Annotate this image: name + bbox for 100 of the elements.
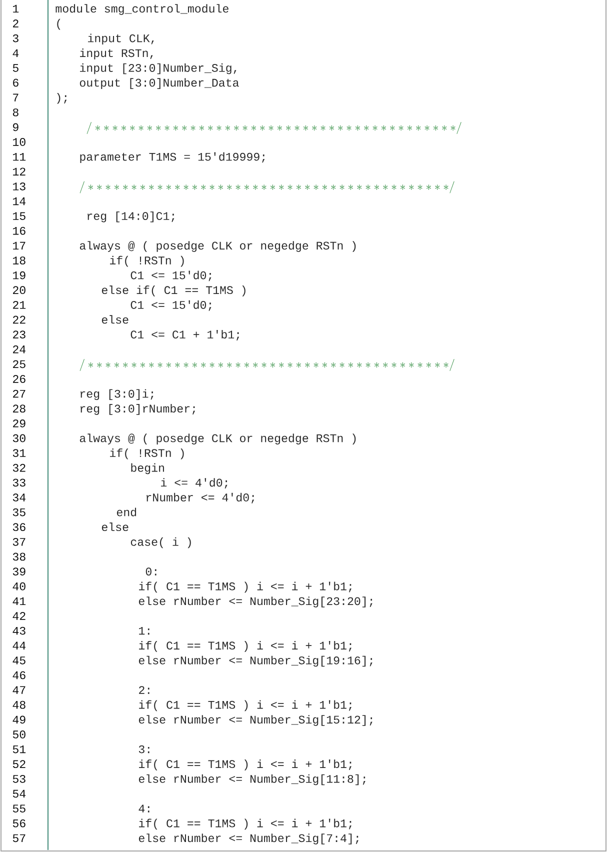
code-line: input RSTn, — [80, 48, 153, 60]
code-line: reg [3:0]i; — [80, 389, 154, 400]
line-number: 3 — [12, 34, 18, 42]
code-line: C1 <= 15'd0; — [130, 300, 212, 311]
code-line: rNumber <= 4'd0; — [146, 492, 254, 504]
line-number: 54 — [12, 790, 26, 798]
code-line: else rNumber <= Number_Sig[15:12]; — [138, 715, 372, 726]
line-number: 30 — [12, 434, 26, 442]
code-line: module smg_control_module — [56, 4, 228, 15]
line-number: 31 — [12, 449, 26, 457]
code-line: always @ ( posedge CLK or negedge RSTn ) — [80, 434, 356, 444]
line-number: 40 — [12, 582, 26, 590]
line-number: 8 — [12, 108, 18, 116]
code-line: C1 <= 15'd0; — [130, 270, 212, 282]
line-number: 12 — [13, 168, 26, 176]
line-number: 56 — [12, 819, 26, 828]
code-comment: $/******************************************/$ — [80, 359, 454, 371]
line-number: 28 — [13, 404, 26, 413]
line-number: 14 — [13, 197, 26, 206]
code-line: ); — [57, 92, 67, 104]
line-number: 9 — [13, 123, 18, 132]
code-line: if( C1 == T1MS ) i <= i + 1'b1; — [139, 582, 352, 593]
line-number: 16 — [13, 226, 26, 235]
line-number: 4 — [12, 49, 19, 57]
line-number: 36 — [12, 523, 26, 532]
line-number: 52 — [12, 760, 26, 768]
code-line: ( — [57, 18, 60, 30]
code-line: else — [102, 315, 128, 324]
code-line: input CLK, — [88, 34, 154, 45]
code-line: 1: — [139, 626, 150, 635]
line-number: 41 — [12, 597, 26, 605]
line-number: 24 — [13, 345, 26, 354]
line-number: 53 — [12, 775, 26, 783]
code-line: else rNumber <= Number_Sig[11:8]; — [138, 774, 366, 786]
line-number: 49 — [12, 716, 26, 724]
line-number: 17 — [13, 242, 26, 250]
code-line: end — [116, 508, 136, 516]
line-number: 55 — [12, 804, 26, 812]
line-number: 7 — [13, 94, 18, 102]
line-number: 48 — [12, 700, 26, 709]
line-number: 5 — [12, 64, 18, 72]
code-line: if( C1 == T1MS ) i <= i + 1'b1; — [139, 641, 352, 652]
line-number: 46 — [12, 671, 26, 680]
code-line: else — [102, 522, 128, 532]
line-number: 21 — [13, 301, 26, 309]
line-number: 44 — [12, 642, 26, 650]
line-number: 13 — [13, 182, 26, 190]
line-number: 32 — [12, 464, 26, 472]
code-line: input [23:0]Number_Sig, — [80, 63, 236, 74]
code-line: if( !RSTn ) — [110, 256, 184, 267]
line-number: 10 — [13, 138, 26, 146]
line-number: 20 — [13, 286, 26, 294]
line-number: 29 — [13, 420, 26, 428]
code-comment: $/******************************************/$ — [86, 122, 462, 134]
code-line: if( !RSTn ) — [110, 448, 184, 460]
code-line: 2: — [139, 686, 150, 694]
code-line: parameter T1MS = 15'd19999; — [80, 152, 265, 164]
code-line: if( C1 == T1MS ) i <= i + 1'b1; — [139, 760, 352, 770]
code-line: reg [14:0]C1; — [88, 211, 174, 222]
line-number: 15 — [13, 212, 26, 220]
line-number: 26 — [13, 375, 26, 383]
code-line: 4: — [138, 804, 150, 812]
code-line: C1 <= C1 + 1'b1; — [130, 330, 240, 340]
code-line: reg [3:0]rNumber; — [80, 404, 195, 415]
line-number: 47 — [12, 686, 26, 694]
code-line: always @ ( posedge CLK or negedge RSTn ) — [80, 241, 356, 252]
line-number: 50 — [12, 730, 26, 738]
line-number: 42 — [12, 612, 26, 620]
code-line: if( C1 == T1MS ) i <= i + 1'b1; — [139, 700, 352, 712]
code-line: case( i ) — [130, 537, 191, 548]
line-number: 18 — [13, 256, 26, 264]
code-line: else rNumber <= Number_Sig[7:4]; — [138, 834, 358, 844]
code-line: output [3:0]Number_Data — [80, 78, 239, 89]
code-comment: $/******************************************/$ — [80, 181, 454, 194]
line-number: 39 — [12, 568, 26, 576]
line-number: 35 — [12, 508, 26, 516]
line-number: 19 — [13, 271, 26, 280]
code-line: i <= 4'd0; — [161, 478, 228, 489]
line-number: 37 — [12, 538, 26, 546]
code-line: else if( C1 == T1MS ) — [102, 286, 246, 296]
line-number: 57 — [12, 834, 26, 842]
code-line: 3: — [138, 745, 150, 754]
line-number: 34 — [12, 494, 26, 502]
line-number: 1 — [13, 4, 19, 13]
line-number: 27 — [13, 390, 26, 398]
code-line: 0: — [146, 568, 156, 576]
code-line: else rNumber <= Number_Sig[23:20]; — [138, 596, 372, 608]
code-line: else rNumber <= Number_Sig[19:16]; — [138, 656, 372, 667]
code-line: begin — [131, 463, 164, 474]
line-number: 11 — [13, 153, 26, 161]
line-number: 45 — [12, 656, 26, 664]
code-line: if( C1 == T1MS ) i <= i + 1'b1; — [139, 818, 352, 830]
line-number: 51 — [12, 745, 26, 754]
line-number: 2 — [13, 20, 18, 28]
line-number: 43 — [12, 626, 26, 635]
line-number: 23 — [13, 330, 26, 338]
line-number: 22 — [13, 316, 26, 324]
line-number: 6 — [13, 78, 18, 87]
line-number: 38 — [12, 552, 26, 561]
line-number: 33 — [12, 478, 26, 487]
